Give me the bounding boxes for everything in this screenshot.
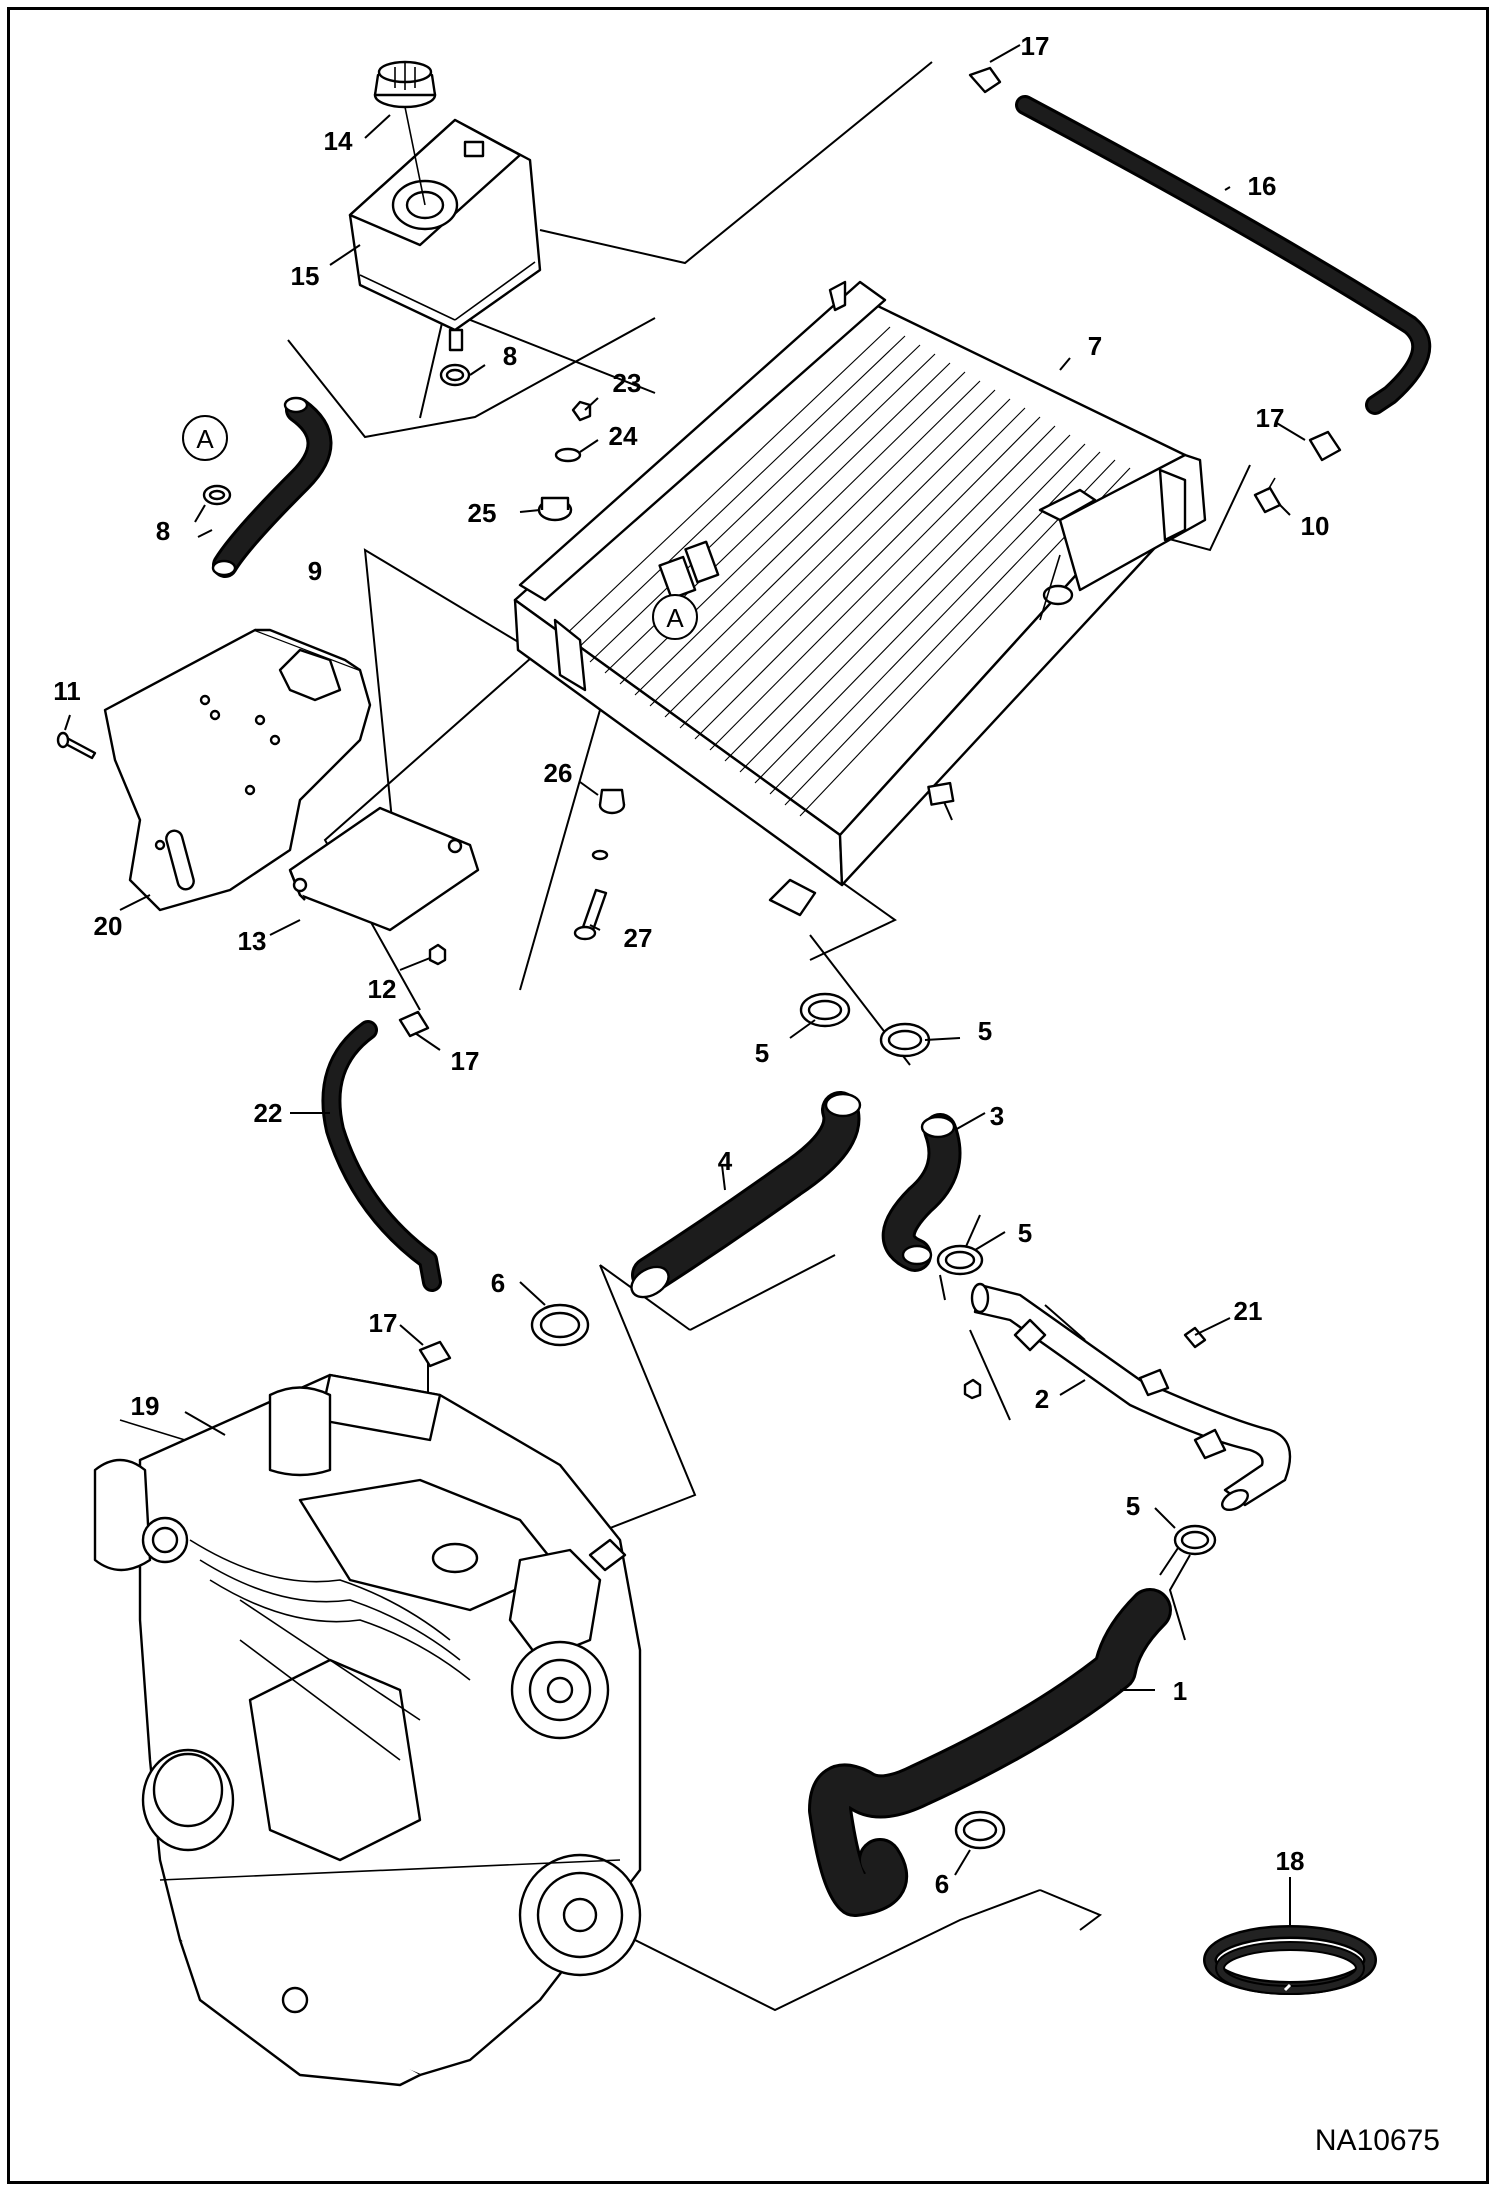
- callout-8b: 8: [156, 516, 170, 546]
- callout-leaders: [64, 44, 1306, 1925]
- hose-clamps: [530, 992, 1217, 1850]
- engine: [93, 1373, 642, 2087]
- pressure-cap: [373, 60, 437, 206]
- callout-13: 13: [238, 926, 267, 956]
- callout-17d: 17: [369, 1308, 398, 1338]
- callout-labels: 1 2 3 4 5 5 5 5 6 6 7 8 8 9 10 11 12 13 …: [53, 31, 1329, 1899]
- callout-9: 9: [308, 556, 322, 586]
- callout-14: 14: [324, 126, 353, 156]
- callout-11: 11: [53, 676, 81, 706]
- callout-26: 26: [544, 758, 573, 788]
- hose-9: [211, 396, 333, 578]
- expansion-tank: [348, 118, 542, 352]
- hose-clamp-8: [439, 363, 471, 387]
- callout-7: 7: [1088, 331, 1102, 361]
- callout-6a: 6: [491, 1268, 505, 1298]
- callout-17b: 17: [1256, 403, 1285, 433]
- callout-19: 19: [131, 1391, 160, 1421]
- callout-8a: 8: [503, 341, 517, 371]
- detail-marker-text: A: [666, 603, 684, 633]
- callout-4: 4: [718, 1146, 733, 1176]
- callout-25: 25: [468, 498, 497, 528]
- mount-hardware: [537, 400, 626, 941]
- callout-27: 27: [624, 923, 653, 953]
- callout-5c: 5: [1018, 1218, 1032, 1248]
- hose-22: [321, 1020, 442, 1292]
- callout-23: 23: [613, 368, 642, 398]
- callout-6b: 6: [935, 1869, 949, 1899]
- hose-16: [1015, 95, 1432, 415]
- callout-5d: 5: [1126, 1491, 1140, 1521]
- hose-3: [881, 1113, 962, 1272]
- detail-marker-text: A: [196, 424, 214, 454]
- callout-24: 24: [609, 421, 638, 451]
- callout-5b: 5: [978, 1016, 992, 1046]
- hose-1: [808, 1588, 1172, 1917]
- hose-4: [630, 1091, 862, 1299]
- callout-5a: 5: [755, 1038, 769, 1068]
- callout-2: 2: [1035, 1384, 1049, 1414]
- radiator-fins: [559, 326, 1131, 817]
- leader-lines: [287, 61, 1251, 2012]
- bracket-20: [103, 628, 372, 912]
- fittings-17: [398, 66, 1342, 1368]
- detail-marker-a-left: A: [182, 415, 228, 461]
- radiator: [513, 280, 1207, 917]
- callout-10: 10: [1301, 511, 1330, 541]
- callout-15: 15: [291, 261, 320, 291]
- hose-clamp-8-lower: [202, 484, 232, 506]
- diagram-id: NA10675: [1315, 2124, 1440, 2157]
- detail-marker-a-radiator: A: [652, 594, 698, 640]
- callout-3: 3: [990, 1101, 1004, 1131]
- bolt-11: [56, 731, 97, 760]
- callout-1: 1: [1173, 1676, 1187, 1706]
- callout-18: 18: [1276, 1846, 1305, 1876]
- bracket-13: [288, 806, 480, 966]
- callout-17a: 17: [1021, 31, 1050, 61]
- callout-20: 20: [94, 911, 123, 941]
- callout-21: 21: [1234, 1296, 1263, 1326]
- callout-22: 22: [254, 1098, 283, 1128]
- callout-12: 12: [368, 974, 397, 1004]
- fitting-10: [1253, 477, 1282, 514]
- callout-16: 16: [1248, 171, 1277, 201]
- coolant-tube-2: [963, 1282, 1292, 1512]
- bulk-hose-18: [1203, 1925, 1377, 1995]
- callout-17c: 17: [451, 1046, 480, 1076]
